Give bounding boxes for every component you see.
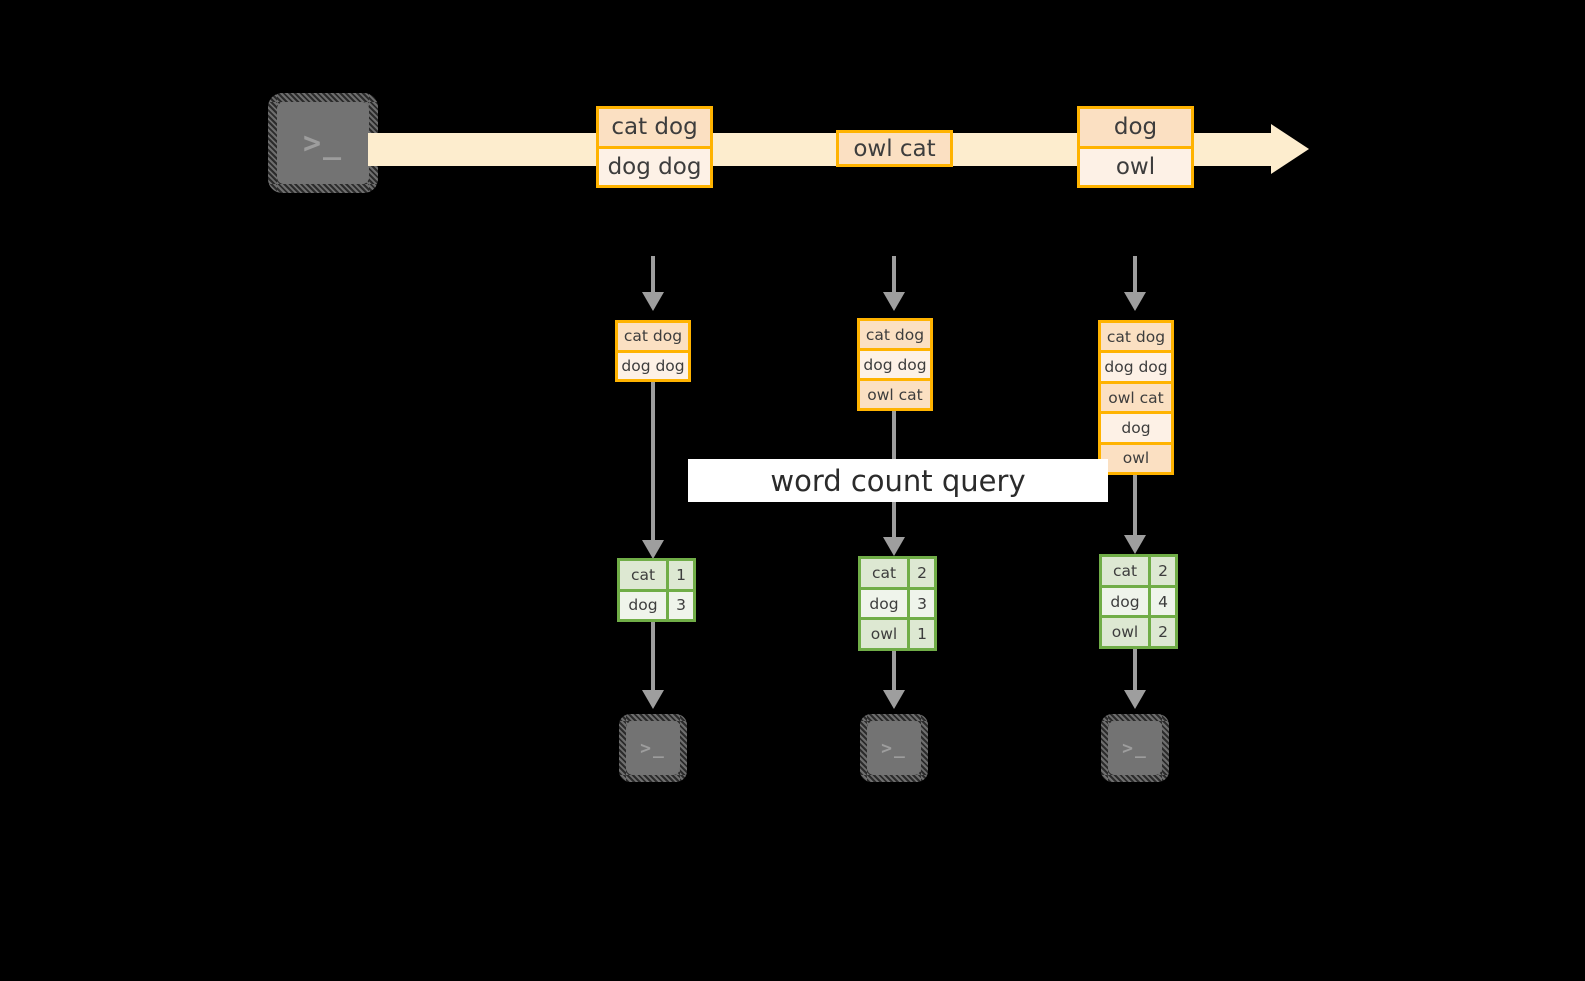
event-row: owl cat xyxy=(853,135,936,162)
snapshot-row: dog dog xyxy=(1101,350,1171,381)
table-cell-word: dog xyxy=(1102,587,1148,616)
table-row: cat 2 xyxy=(861,559,934,587)
table-row: dog 4 xyxy=(1102,584,1175,616)
stream-to-snapshot-dash-1 xyxy=(651,256,655,294)
result-table-2: cat 2 dog 3 owl 1 xyxy=(858,556,937,651)
snapshot-row: dog xyxy=(1101,411,1171,442)
snapshot-row: owl xyxy=(1101,441,1171,472)
terminal-body xyxy=(277,102,369,184)
stream-to-snapshot-dash-3 xyxy=(1133,256,1137,294)
table-cell-word: owl xyxy=(861,620,907,649)
query-label: word count query xyxy=(688,459,1108,502)
event-row: cat dog xyxy=(611,114,698,141)
snapshot-row: dog dog xyxy=(860,348,930,378)
sink-terminal-1: >_ xyxy=(619,714,687,782)
snapshot-row: owl cat xyxy=(1101,380,1171,411)
result-table-1: cat 1 dog 3 xyxy=(617,558,696,622)
table-cell-count: 2 xyxy=(907,559,934,587)
table-row: dog 3 xyxy=(620,588,693,619)
stream-to-snapshot-arrowhead-2 xyxy=(883,292,905,311)
table-row: cat 2 xyxy=(1102,557,1175,585)
snapshot-to-result-arrowhead-2 xyxy=(883,537,905,556)
snapshot-3: cat dog dog dog owl cat dog owl xyxy=(1098,320,1174,475)
table-row: owl 1 xyxy=(861,617,934,649)
snapshot-row: dog dog xyxy=(618,349,688,379)
stream-to-snapshot-arrowhead-1 xyxy=(642,292,664,311)
snapshot-row: cat dog xyxy=(865,325,925,344)
result-to-sink-line-1 xyxy=(651,622,655,692)
query-label-text: word count query xyxy=(770,463,1026,498)
table-cell-count: 1 xyxy=(907,620,934,649)
result-to-sink-arrowhead-1 xyxy=(642,690,664,709)
stream-event-group-1: cat dog dog dog xyxy=(596,106,713,188)
event-row: dog dog xyxy=(599,145,710,185)
stream-to-snapshot-arrowhead-3 xyxy=(1124,292,1146,311)
result-table-3: cat 2 dog 4 owl 2 xyxy=(1099,554,1178,649)
result-to-sink-arrowhead-3 xyxy=(1124,690,1146,709)
result-to-sink-arrowhead-2 xyxy=(883,690,905,709)
snapshot-to-result-line-1 xyxy=(651,382,655,542)
sink-terminal-3: >_ xyxy=(1101,714,1169,782)
stream-arrow-head xyxy=(1271,124,1309,174)
result-to-sink-line-2 xyxy=(892,651,896,692)
terminal-body xyxy=(1108,721,1162,775)
sink-terminal-2: >_ xyxy=(860,714,928,782)
table-cell-count: 2 xyxy=(1148,557,1175,585)
table-cell-count: 1 xyxy=(666,561,693,589)
snapshot-2: cat dog dog dog owl cat xyxy=(857,318,933,411)
result-to-sink-line-3 xyxy=(1133,649,1137,692)
stream-event-group-3: dog owl xyxy=(1077,106,1194,188)
snapshot-to-result-arrowhead-1 xyxy=(642,540,664,559)
table-cell-word: dog xyxy=(620,591,666,619)
snapshot-row: cat dog xyxy=(1106,327,1166,346)
stream-to-snapshot-dash-2 xyxy=(892,256,896,294)
terminal-body xyxy=(626,721,680,775)
terminal-prompt-glyph: >_ xyxy=(1122,737,1148,759)
table-row: owl 2 xyxy=(1102,615,1175,647)
terminal-body xyxy=(867,721,921,775)
table-cell-word: owl xyxy=(1102,618,1148,647)
table-cell-word: cat xyxy=(861,559,907,587)
terminal-prompt-glyph: >_ xyxy=(302,125,344,161)
table-cell-count: 2 xyxy=(1148,618,1175,647)
snapshot-row: owl cat xyxy=(860,378,930,408)
stream-event-group-2: owl cat xyxy=(836,130,953,167)
table-cell-word: cat xyxy=(620,561,666,589)
table-cell-count: 3 xyxy=(666,591,693,619)
terminal-prompt-glyph: >_ xyxy=(640,737,666,759)
terminal-prompt-glyph: >_ xyxy=(881,737,907,759)
snapshot-1: cat dog dog dog xyxy=(615,320,691,382)
event-row: owl xyxy=(1080,145,1191,185)
event-row: dog xyxy=(1113,114,1158,141)
table-row: cat 1 xyxy=(620,561,693,589)
table-cell-count: 4 xyxy=(1148,587,1175,616)
snapshot-to-result-arrowhead-3 xyxy=(1124,535,1146,554)
table-cell-count: 3 xyxy=(907,589,934,618)
snapshot-to-result-line-3 xyxy=(1133,475,1137,537)
table-cell-word: dog xyxy=(861,589,907,618)
source-terminal-icon: >_ xyxy=(268,93,378,193)
table-row: dog 3 xyxy=(861,586,934,618)
snapshot-row: cat dog xyxy=(623,327,683,346)
table-cell-word: cat xyxy=(1102,557,1148,585)
